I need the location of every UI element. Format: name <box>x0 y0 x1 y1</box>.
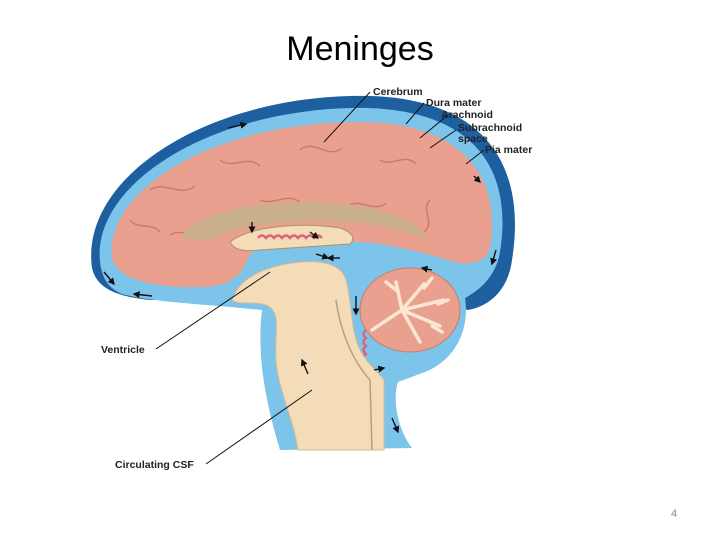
leader-lines <box>155 91 485 465</box>
label-subarachnoid-space: space <box>458 133 488 145</box>
cerebellum <box>359 267 461 353</box>
label-ventricle: Ventricle <box>101 344 145 356</box>
central-canal <box>335 299 373 451</box>
label-dura-mater: Dura mater <box>426 97 481 109</box>
label-pia-mater: Pia mater <box>485 144 532 156</box>
slide-title: Meninges <box>286 30 434 68</box>
corpus-callosum <box>180 202 428 240</box>
label-arachnoid: Arachnoid <box>441 109 493 121</box>
csf-flow-arrows <box>103 121 497 434</box>
label-subarachnoid: Subrachnoid <box>458 122 522 134</box>
label-cerebrum: Cerebrum <box>373 86 423 98</box>
page-number: 4 <box>670 508 678 520</box>
brainstem <box>231 261 385 451</box>
cerebellum-arbor-vitae <box>370 276 450 344</box>
label-circulating-csf: Circulating CSF <box>115 459 194 471</box>
